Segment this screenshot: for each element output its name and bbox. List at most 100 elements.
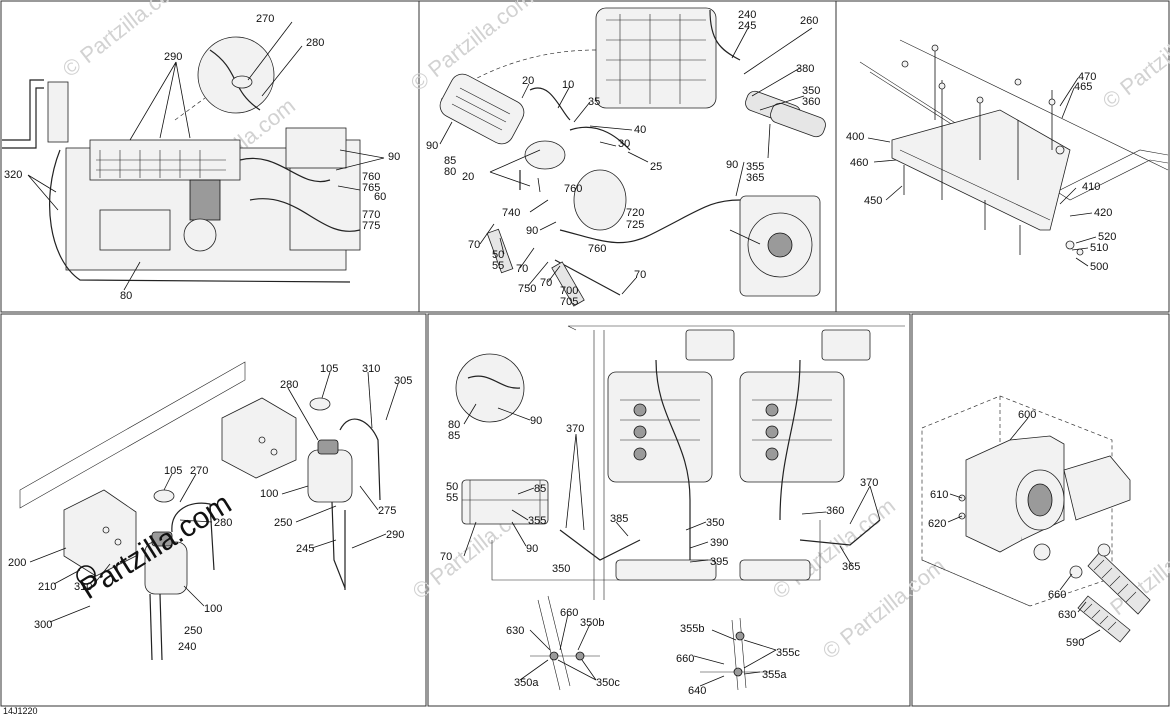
callout-210: 210 [38, 581, 56, 593]
coolant-tanks-leaders [29, 371, 399, 623]
callout-705: 705 [560, 296, 578, 308]
callout-400: 400 [846, 131, 864, 143]
callout-20b: 20 [462, 171, 474, 183]
callout-350a: 350a [514, 677, 539, 689]
heat-exchanger-leaders [947, 417, 1101, 641]
callout-80: 80 [448, 419, 460, 431]
callout-660: 660 [1048, 589, 1066, 601]
bolt-column-1 [903, 45, 1053, 255]
callout-305: 305 [394, 375, 412, 387]
callout-460: 460 [850, 157, 868, 169]
mounting-plate-leaders [867, 77, 1097, 267]
copyright-icon [76, 565, 96, 585]
callout-360: 360 [802, 96, 820, 108]
callout-350: 350 [706, 517, 724, 529]
callout-355c: 355c [776, 647, 800, 659]
heat-exchanger-labels: 600 610 620 660 630 590 [928, 409, 1084, 649]
engine-cooling-labels: 270 280 290 320 90 760 765 60 770 775 80 [4, 13, 400, 302]
callout-300: 300 [34, 619, 52, 631]
callout-620: 620 [928, 518, 946, 530]
callout-410: 410 [1082, 181, 1100, 193]
callout-350b-lower: 350 [552, 563, 570, 575]
coolant-tanks-drawing [19, 361, 381, 661]
callout-80: 80 [444, 166, 456, 178]
callout-90c: 90 [526, 225, 538, 237]
engine-cooling-leaders [27, 21, 385, 291]
callout-465: 465 [1074, 81, 1092, 93]
callout-380: 380 [796, 63, 814, 75]
callout-520: 520 [1098, 231, 1116, 243]
callout-55: 55 [446, 492, 458, 504]
callout-70d: 70 [634, 269, 646, 281]
callout-395: 395 [710, 556, 728, 568]
callout-355b: 355b [680, 623, 704, 635]
callout-10: 10 [562, 79, 574, 91]
callout-390: 390 [710, 537, 728, 549]
callout-245: 245 [738, 20, 756, 32]
callout-360: 360 [826, 505, 844, 517]
callout-450: 450 [864, 195, 882, 207]
watermark-text: © Partzilla.com [58, 0, 190, 82]
callout-355a: 355a [762, 669, 787, 681]
callout-630: 630 [506, 625, 524, 637]
callout-765: 765 [362, 182, 380, 194]
callout-70: 70 [468, 239, 480, 251]
callout-85: 85 [444, 155, 456, 167]
callout-100: 100 [260, 488, 278, 500]
callout-70: 70 [440, 551, 452, 563]
callout-35: 35 [588, 96, 600, 108]
heat-exchanger-drawing [921, 395, 1151, 643]
twin-engine-drawing [455, 325, 905, 691]
callout-370: 370 [566, 423, 584, 435]
callout-50: 50 [492, 249, 504, 261]
twin-engine-labels: 80 85 90 370 50 55 85 355 90 70 385 350 … [440, 415, 878, 697]
callout-60: 60 [374, 191, 386, 203]
callout-200: 200 [8, 557, 26, 569]
callout-90: 90 [388, 151, 400, 163]
callout-260: 260 [800, 15, 818, 27]
diagram-code: 14J1220 [3, 706, 38, 716]
callout-350b: 350b [580, 617, 604, 629]
callout-510: 510 [1090, 242, 1108, 254]
watermark-text: © Partzilla.com [818, 553, 950, 664]
engine-cooling-drawing [2, 36, 361, 283]
callout-640: 640 [688, 685, 706, 697]
callout-85b: 85 [534, 483, 546, 495]
callout-500: 500 [1090, 261, 1108, 273]
callout-320: 320 [4, 169, 22, 181]
callout-70c: 70 [540, 277, 552, 289]
callout-100b: 100 [204, 603, 222, 615]
callout-590: 590 [1066, 637, 1084, 649]
watermark-text: © Partzilla.com [1098, 3, 1170, 114]
hoses-manifold-labels: 240 245 260 380 350 360 20 10 35 40 30 2… [426, 9, 820, 308]
callout-280: 280 [306, 37, 324, 49]
callout-25: 25 [650, 161, 662, 173]
callout-365: 365 [746, 172, 764, 184]
callout-20: 20 [522, 75, 534, 87]
callout-750: 750 [518, 283, 536, 295]
callout-355: 355 [746, 161, 764, 173]
callout-280: 280 [280, 379, 298, 391]
callout-85: 85 [448, 430, 460, 442]
callout-105b: 105 [164, 465, 182, 477]
callout-30: 30 [618, 138, 630, 150]
callout-385: 385 [610, 513, 628, 525]
callout-280b: 280 [214, 517, 232, 529]
hoses-manifold-drawing [439, 7, 826, 307]
callout-600: 600 [1018, 409, 1036, 421]
callout-760: 760 [564, 183, 582, 195]
callout-740: 740 [502, 207, 520, 219]
twin-engine-leaders [463, 403, 881, 687]
callout-55: 55 [492, 260, 504, 272]
callout-350: 350 [802, 85, 820, 97]
callout-420: 420 [1094, 207, 1112, 219]
exhaust-bellows-lower [1077, 595, 1131, 643]
callout-290: 290 [386, 529, 404, 541]
callout-50: 50 [446, 481, 458, 493]
coolant-tanks-labels: 105 310 305 280 100 275 250 290 245 105 … [8, 363, 412, 653]
callout-250b: 250 [184, 625, 202, 637]
callout-90: 90 [426, 140, 438, 152]
callout-275: 275 [378, 505, 396, 517]
callout-90: 90 [530, 415, 542, 427]
